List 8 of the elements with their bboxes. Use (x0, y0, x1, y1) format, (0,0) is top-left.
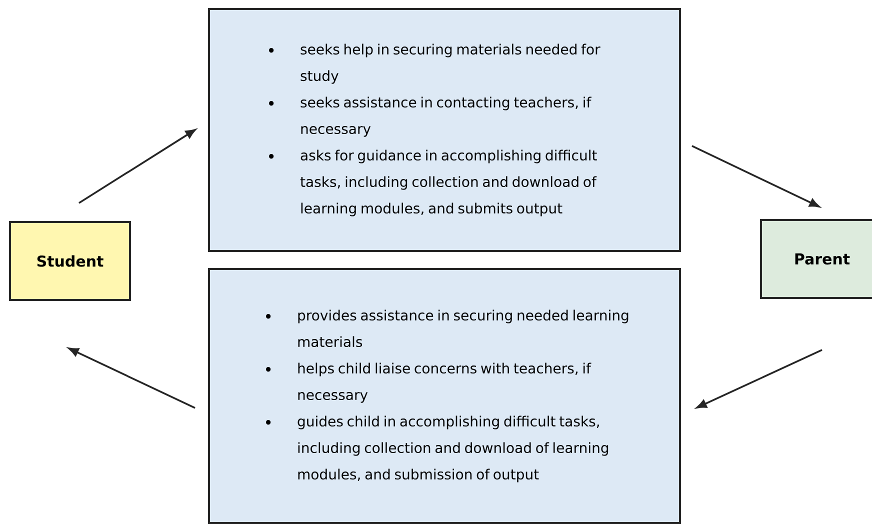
arrow (692, 145, 820, 208)
arrow (68, 348, 196, 409)
role-box: Student (9, 221, 131, 301)
arrow (78, 129, 196, 204)
arrow (696, 349, 822, 408)
role-box: Parent (760, 219, 872, 299)
bullet-list-box: seeks help in securing materials needed for study seeks assistance in contacting teachers, if necessary asks for guidance in accomplishing difficult tasks, including collection and download of learning modules, and submits output (208, 8, 681, 252)
bullet-list-box: provides assistance in securing needed learning materials helps child liaise concerns with teachers, if necessary guides child in accomplishing difficult tasks, including collection and download of learning modules, and submission of output (208, 268, 681, 524)
